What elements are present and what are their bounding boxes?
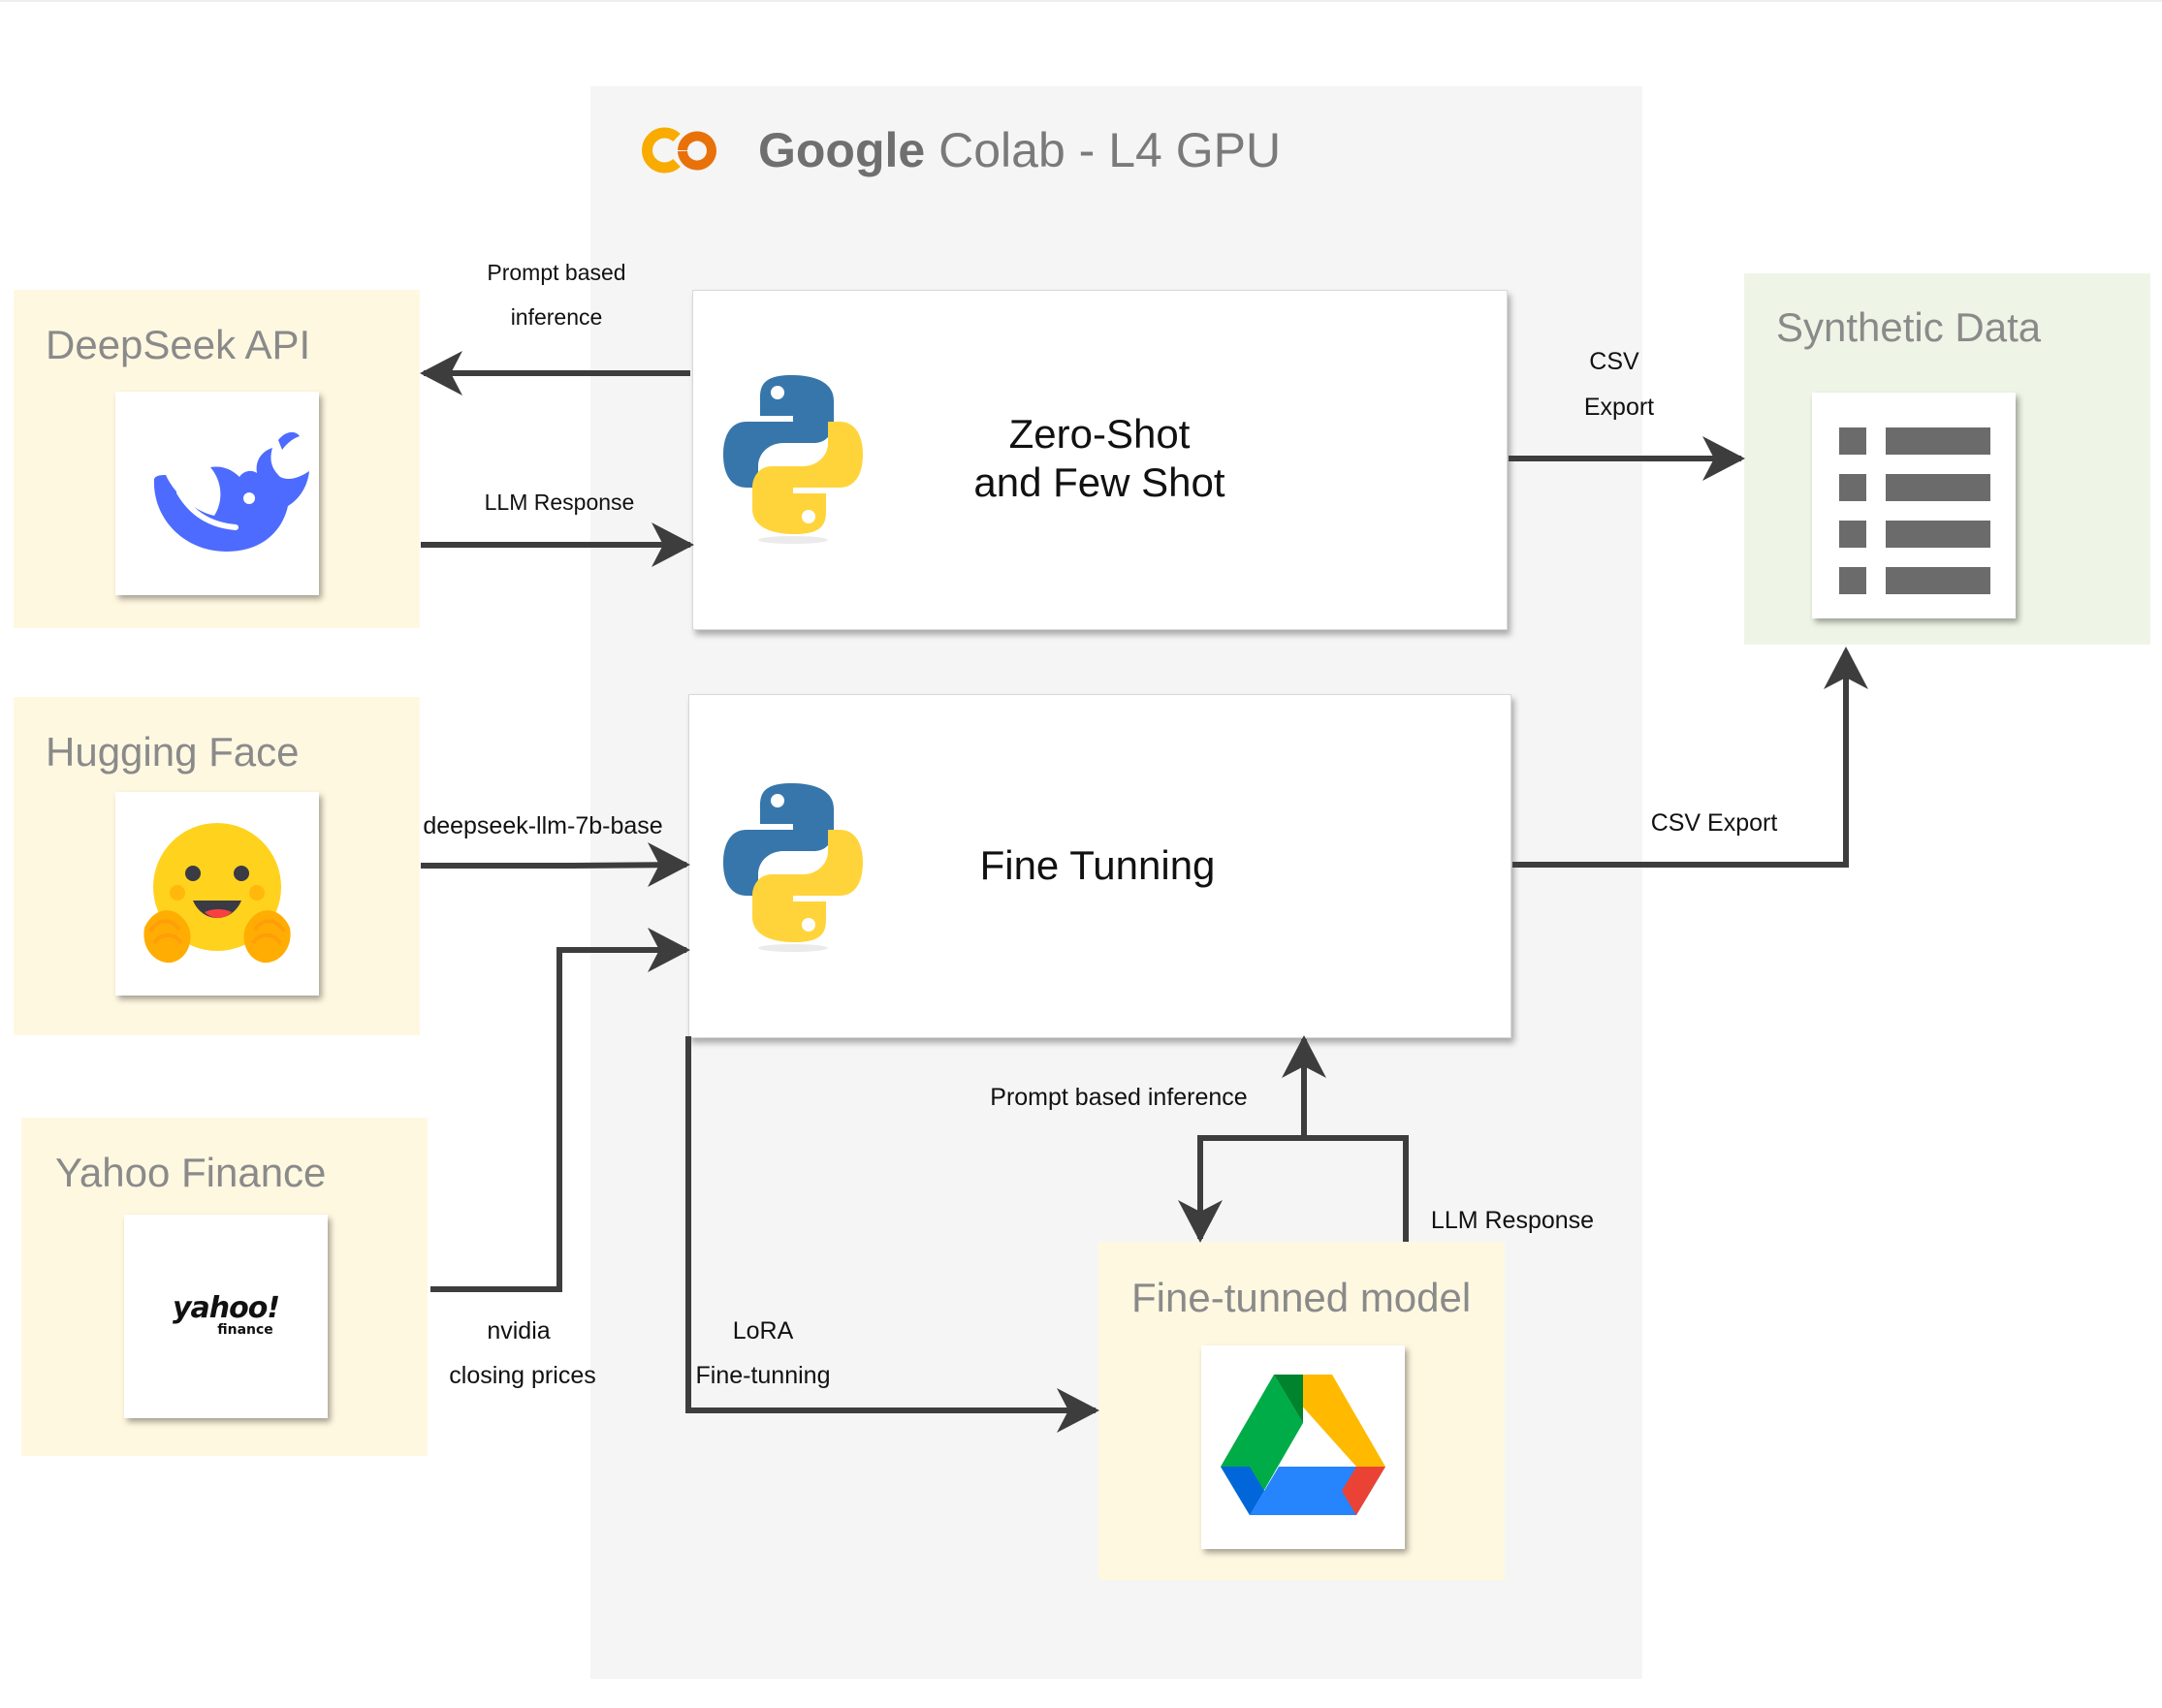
deepseek-api-label: DeepSeek API	[46, 322, 311, 367]
arrowhead-to-fine-tuning-1	[648, 842, 690, 887]
arrowhead-to-synthetic-data	[1702, 436, 1745, 481]
yahoo-finance-tile: yahoo! finance	[124, 1215, 328, 1418]
arrowhead-to-synthetic-data-2	[1824, 647, 1868, 689]
yahoo-finance-label: Yahoo Finance	[55, 1150, 327, 1195]
google-colab-logo-icon	[642, 127, 716, 174]
yahoo-logo-text: yahoo!	[172, 1291, 280, 1325]
fine-tuned-model-label: Fine-tunned model	[1131, 1275, 1472, 1320]
list-document-icon	[1839, 427, 1990, 594]
llm-response-loop-line	[1197, 1135, 1409, 1242]
yahoo-finance-logo-icon: yahoo! finance	[124, 1291, 328, 1338]
deepseek-llm-label: deepseek-llm-7b-base	[423, 812, 663, 839]
csv-export-label-2: CSV Export	[1650, 809, 1778, 837]
nvidia-label-1: nvidia	[487, 1317, 551, 1344]
csv-label-1: CSV	[1589, 348, 1639, 375]
deepseek-whale-icon	[153, 431, 309, 552]
synthetic-data-tile	[1812, 393, 2016, 618]
nvidia-label-2: closing prices	[449, 1362, 596, 1389]
arrowhead-to-fine-tuning-3	[1282, 1035, 1326, 1078]
csv-export-line-2	[1512, 651, 1849, 868]
hugging-face-tile	[115, 792, 319, 996]
synthetic-data-label: Synthetic Data	[1776, 304, 2042, 350]
arrowhead-to-fine-tuning-2	[648, 928, 690, 972]
deepseek-tile	[115, 392, 319, 595]
arrowhead-to-deepseek	[420, 351, 462, 395]
nvidia-prices-line	[430, 947, 686, 1292]
prompt-based-label-1: Prompt based	[487, 260, 626, 285]
lora-label-2: Fine-tunning	[695, 1362, 831, 1389]
csv-label-2: Export	[1583, 394, 1655, 421]
zero-shot-label: Zero-Shot and Few Shot	[906, 410, 1293, 507]
arrowhead-to-fine-tuned-model	[1057, 1388, 1099, 1433]
python-logo-icon	[723, 375, 863, 544]
arrowhead-to-fine-tuned-model-2	[1178, 1200, 1223, 1243]
google-drive-icon	[1221, 1375, 1385, 1515]
python-logo-icon	[723, 783, 863, 952]
yahoo-logo-sub: finance	[217, 1322, 273, 1338]
prompt-inference-label-2: Prompt based inference	[990, 1084, 1248, 1111]
llm-response-label-2: LLM Response	[1430, 1207, 1595, 1234]
hugging-face-emoji-icon	[143, 823, 291, 964]
prompt-based-label-2: inference	[510, 304, 603, 330]
llm-response-label-top: LLM Response	[484, 490, 635, 515]
top-divider	[0, 0, 2162, 2]
zero-shot-line2: and Few Shot	[973, 459, 1225, 505]
deepseek-model-line	[421, 862, 687, 869]
zero-shot-line1: Zero-Shot	[1008, 411, 1191, 457]
fine-tuning-label: Fine Tunning	[979, 842, 1216, 888]
arrowhead-to-zero-shot	[652, 522, 694, 567]
lora-label-1: LoRA	[732, 1317, 794, 1344]
colab-title-rest: Colab - L4 GPU	[938, 123, 1282, 177]
hugging-face-label: Hugging Face	[46, 729, 300, 775]
fine-tuned-model-tile	[1201, 1345, 1405, 1549]
colab-title: Google Colab - L4 GPU	[758, 116, 1281, 184]
colab-title-bold: Google	[758, 123, 926, 177]
lora-fine-tuning-line	[685, 1036, 1096, 1413]
